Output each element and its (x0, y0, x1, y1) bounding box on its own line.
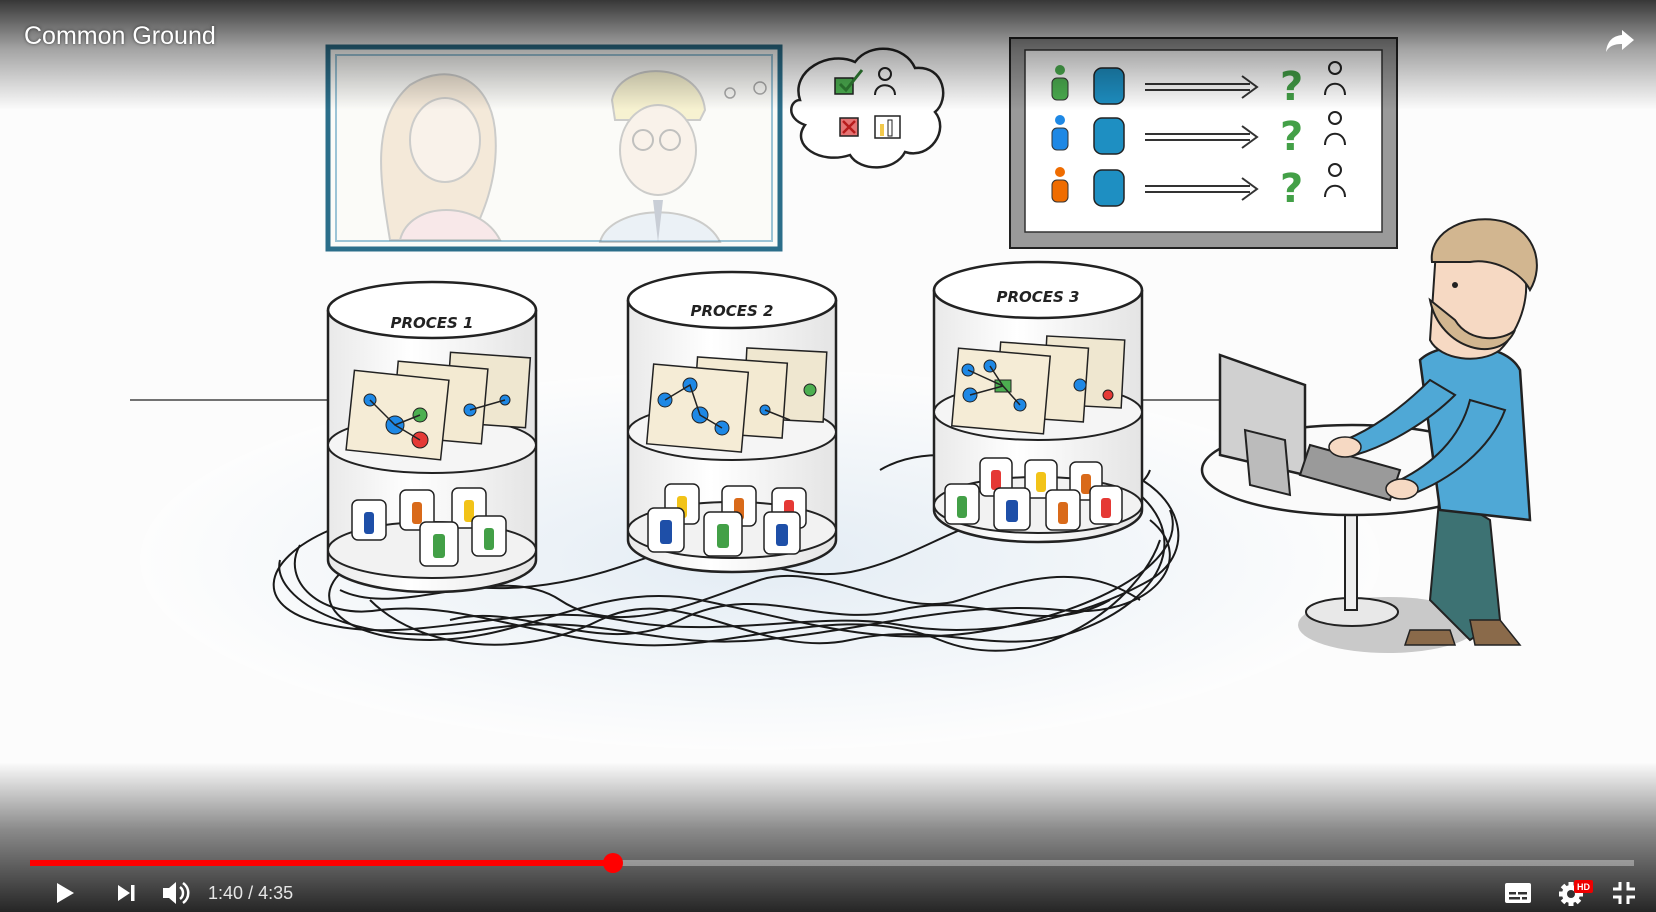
tangled-wires (272, 454, 1180, 652)
progress-bar[interactable] (30, 853, 1634, 873)
progress-scrubber[interactable] (603, 853, 624, 873)
svg-text:?: ? (1280, 166, 1303, 212)
progress-played (30, 860, 614, 866)
time-separator: / (248, 883, 254, 903)
play-icon (57, 883, 74, 903)
bottom-gradient (0, 762, 1656, 912)
exit-fullscreen-icon (1613, 882, 1635, 904)
hd-badge: HD (1577, 882, 1590, 892)
share-button[interactable] (1602, 22, 1638, 58)
play-button[interactable] (44, 875, 84, 911)
process-cylinder-3: PROCES 3 (932, 260, 1144, 544)
next-icon (118, 885, 135, 901)
time-current: 1:40 (208, 883, 244, 903)
process-cylinder-2: PROCES 2 (626, 270, 838, 574)
exit-fullscreen-button[interactable] (1606, 875, 1642, 911)
share-icon (1606, 30, 1634, 52)
process-1-label: PROCES 1 (390, 314, 473, 332)
subtitles-button[interactable] (1500, 875, 1536, 911)
process-cylinder-1: PROCES 1 (326, 280, 538, 594)
process-2-label: PROCES 2 (690, 302, 773, 320)
time-display: 1:40 / 4:35 (208, 875, 293, 911)
volume-button[interactable] (156, 875, 196, 911)
process-3-label: PROCES 3 (996, 288, 1079, 306)
video-title[interactable]: Common Ground (24, 22, 216, 50)
volume-icon (163, 881, 190, 905)
svg-text:?: ? (1280, 114, 1303, 160)
man-at-desk (1200, 218, 1538, 653)
time-total: 4:35 (258, 883, 294, 903)
top-gradient (0, 0, 1656, 110)
settings-button[interactable]: HD (1556, 875, 1596, 911)
control-bar: 1:40 / 4:35 (0, 875, 1656, 911)
subtitles-icon (1505, 883, 1531, 903)
settings-icon: HD (1559, 880, 1593, 906)
progress-track (30, 860, 1634, 866)
next-button[interactable] (106, 875, 146, 911)
